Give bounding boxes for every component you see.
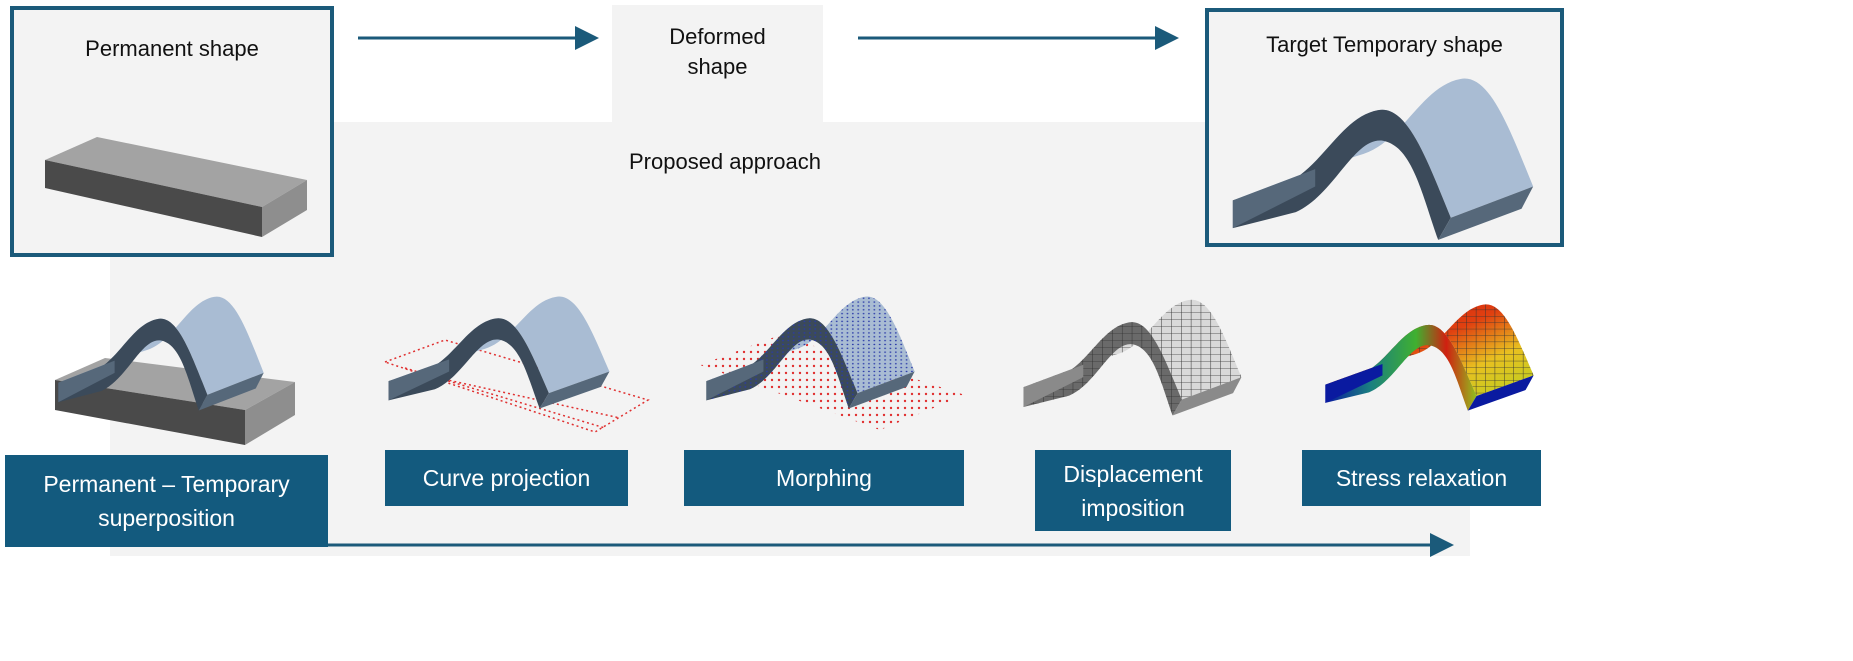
step-label-curve-projection: Curve projection: [385, 450, 628, 506]
deformed-shape-panel: [612, 5, 823, 125]
step2-curve-projection-graphic: [382, 296, 650, 433]
target-arch-shape: [1232, 78, 1534, 240]
step-label-superposition: Permanent – Temporary superposition: [5, 455, 328, 547]
step4-displacement-graphic: [1023, 299, 1242, 416]
permanent-block-shape: [45, 137, 307, 237]
target-shape-title: Target Temporary shape: [1266, 32, 1503, 57]
step5-stress-graphic: [1325, 304, 1534, 411]
step-label-morphing: Morphing: [684, 450, 964, 506]
step3-morphing-graphic: [700, 296, 965, 430]
step-label-displacement: Displacement imposition: [1035, 450, 1231, 531]
approach-title: Proposed approach: [628, 149, 822, 174]
permanent-shape-title: Permanent shape: [85, 36, 259, 61]
deformed-shape-title: Deformed shape: [669, 24, 766, 79]
step-label-stress-relaxation: Stress relaxation: [1302, 450, 1541, 506]
step1-superposition-graphic: [55, 296, 295, 445]
